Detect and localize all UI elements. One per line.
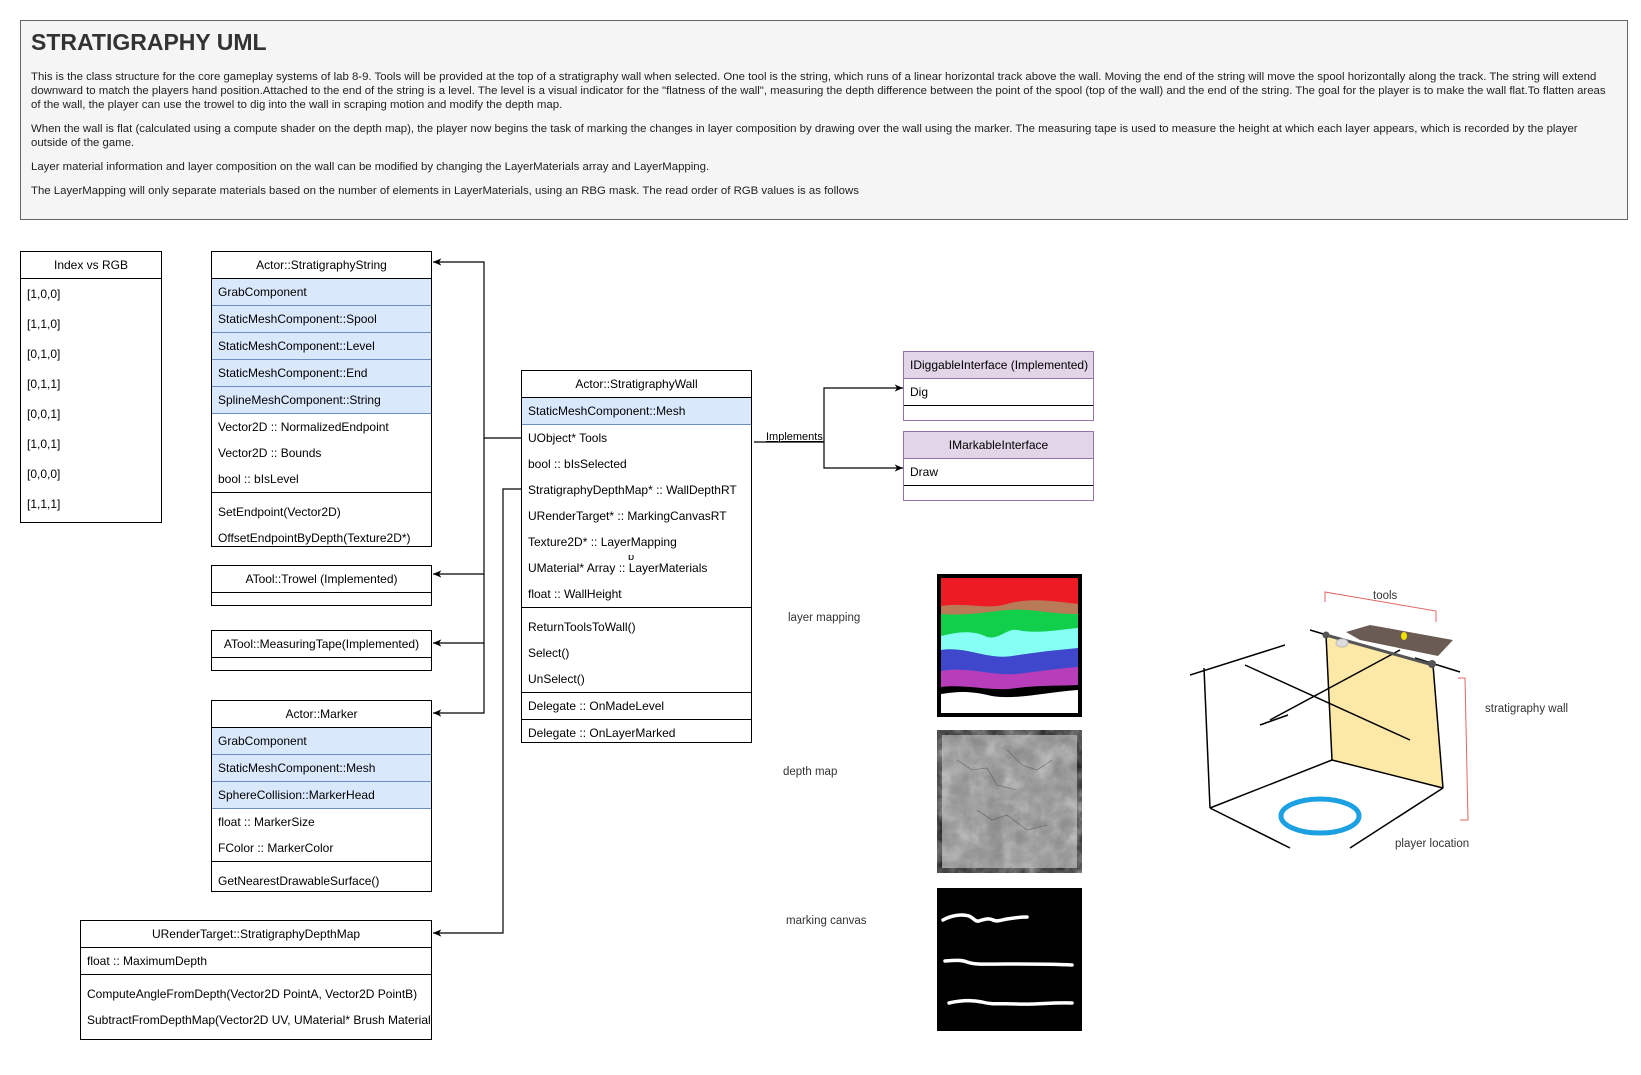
field-text: UMaterial* Array :: LayerMaterials (528, 561, 708, 575)
interface-method: Draw (910, 465, 939, 479)
field-row: Vector2D :: Bounds (218, 446, 322, 460)
description-panel: STRATIGRAPHY UML This is the class struc… (20, 20, 1628, 220)
edge-depthrt-to-depthmap (433, 488, 523, 937)
marking-stroke (943, 958, 1074, 967)
class-title: URenderTarget::StratigraphyDepthMap (81, 921, 431, 948)
edge-tools-to-marker (433, 643, 485, 717)
description-paragraph: This is the class structure for the core… (31, 71, 1606, 111)
layer-mapping-label: layer mapping (788, 612, 861, 624)
field-row: float :: MarkerSize (218, 815, 315, 829)
edge-implements-dig (754, 384, 903, 443)
field-row: UMaterial* Array :: LayerMaterials b (522, 555, 751, 581)
marking-canvas-label: marking canvas (786, 915, 867, 927)
index-row: [1,0,1] (27, 437, 61, 451)
class-measuring-tape[interactable]: ATool::MeasuringTape(Implemented) (211, 630, 432, 671)
class-title: Actor::Marker (212, 701, 431, 728)
index-vs-rgb-table: Index vs RGB [1,0,0] [1,1,0] [0,1,0] [0,… (20, 251, 162, 523)
field-row: StratigraphyDepthMap* :: WallDepthRT (528, 483, 737, 497)
method-row: ReturnToolsToWall() (528, 620, 636, 634)
stratigraphy-wall-label: stratigraphy wall (1485, 703, 1569, 715)
player-location-ring (1278, 796, 1362, 836)
interface-method: Dig (910, 385, 929, 399)
field-row: float :: WallHeight (528, 587, 622, 601)
class-title: ATool::MeasuringTape(Implemented) (212, 631, 431, 658)
field-row: FColor :: MarkerColor (218, 841, 334, 855)
class-marker[interactable]: Actor::Marker GrabComponent StaticMeshCo… (211, 700, 432, 892)
interface-title: IMarkableInterface (904, 432, 1093, 459)
description-paragraph: Layer material information and layer com… (31, 161, 710, 173)
method-row: ComputeAngleFromDepth(Vector2D PointA, V… (87, 987, 418, 1001)
index-row: [0,0,1] (27, 407, 61, 421)
tools-bracket (1324, 591, 1437, 622)
index-table-title: Index vs RGB (21, 252, 161, 279)
marking-stroke (947, 998, 1074, 1006)
field-row: UObject* Tools (528, 431, 608, 445)
component-row: SphereCollision::MarkerHead (212, 782, 431, 809)
method-row: OffsetEndpointByDepth(Texture2D*) (218, 531, 411, 545)
player-location-label: player location (1395, 838, 1470, 850)
field-row: Texture2D* :: LayerMapping (528, 535, 677, 549)
method-row: SetEndpoint(Vector2D) (218, 505, 341, 519)
class-stratigraphy-string[interactable]: Actor::StratigraphyString GrabComponent … (211, 251, 432, 547)
field-row: bool :: bIsLevel (218, 472, 299, 486)
depth-map-label: depth map (783, 766, 838, 778)
index-row: [1,1,0] (27, 317, 61, 331)
class-title: Actor::StratigraphyWall (522, 371, 751, 398)
method-row: SubtractFromDepthMap(Vector2D UV, UMater… (87, 1013, 431, 1027)
component-row: StaticMeshComponent::Level (212, 333, 431, 360)
interface-title: IDiggableInterface (Implemented) (904, 352, 1093, 379)
class-title: Actor::StratigraphyString (212, 252, 431, 279)
method-row: Select() (528, 646, 570, 660)
tools-tray (1346, 625, 1453, 656)
index-row: [0,0,0] (27, 467, 61, 481)
class-title: ATool::Trowel (Implemented) (212, 566, 431, 593)
class-trowel[interactable]: ATool::Trowel (Implemented) (211, 565, 432, 606)
edge-implements-draw (823, 442, 903, 472)
field-row: URenderTarget* :: MarkingCanvasRT (528, 509, 727, 523)
component-row: GrabComponent (212, 279, 431, 306)
implements-edge-label: Implements (766, 431, 823, 443)
component-row: GrabComponent (212, 728, 431, 755)
page-title: STRATIGRAPHY UML (31, 29, 267, 55)
marking-canvas-image (937, 888, 1082, 1031)
wall-bracket (1458, 677, 1469, 821)
interface-markable[interactable]: IMarkableInterface Draw (903, 431, 1094, 501)
layer-white (941, 690, 1078, 713)
wall-sketch (1190, 591, 1469, 849)
method-row: UnSelect() (528, 672, 585, 686)
component-row: StaticMeshComponent::End (212, 360, 431, 387)
depth-map-image (937, 730, 1082, 873)
index-row: [1,1,1] (27, 497, 61, 511)
class-stratigraphy-wall[interactable]: Actor::StratigraphyWall StaticMeshCompon… (521, 370, 752, 743)
field-row: Vector2D :: NormalizedEndpoint (218, 420, 389, 434)
delegate-row: Delegate :: OnLayerMarked (522, 719, 751, 746)
index-row: [0,1,0] (27, 347, 61, 361)
index-row: [1,0,0] (27, 287, 61, 301)
marking-stroke (941, 913, 1029, 923)
spool-icon (1335, 638, 1349, 648)
level-icon (1401, 632, 1407, 640)
description-paragraph: When the wall is flat (calculated using … (31, 123, 1578, 149)
edge-tools-to-trowel (433, 438, 485, 578)
index-row: [0,1,1] (27, 377, 61, 391)
edge-tools-to-string (433, 258, 523, 439)
component-row: SplineMeshComponent::String (212, 387, 431, 414)
field-row: bool :: bIsSelected (528, 457, 627, 471)
method-row: GetNearestDrawableSurface() (218, 874, 380, 888)
stray-character: b (628, 555, 635, 563)
component-row: StaticMeshComponent::Spool (212, 306, 431, 333)
field-row: float :: MaximumDepth (87, 954, 208, 968)
component-row: StaticMeshComponent::Mesh (522, 398, 751, 425)
layer-mapping-image (937, 574, 1082, 717)
edge-tools-to-tape (433, 574, 485, 647)
delegate-row: Delegate :: OnMadeLevel (522, 692, 751, 719)
interface-diggable[interactable]: IDiggableInterface (Implemented) Dig (903, 351, 1094, 421)
class-stratigraphy-depth-map[interactable]: URenderTarget::StratigraphyDepthMap floa… (80, 920, 432, 1040)
description-paragraph: The LayerMapping will only separate mate… (31, 185, 859, 197)
tools-label: tools (1373, 590, 1398, 602)
component-row: StaticMeshComponent::Mesh (212, 755, 431, 782)
